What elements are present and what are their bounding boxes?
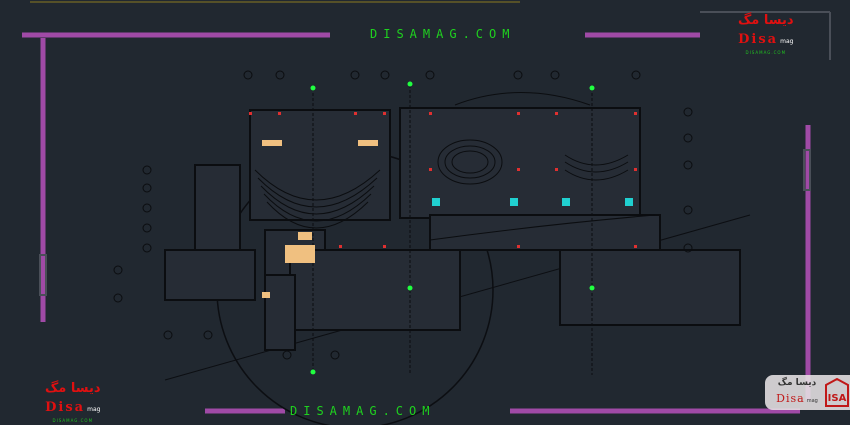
columns — [249, 112, 637, 248]
fixtures — [432, 198, 633, 206]
furniture — [262, 140, 378, 298]
badge-arabic: دیسا مگ — [777, 378, 817, 388]
isa-emblem-icon: ISA — [825, 378, 849, 407]
auditorium-seating — [254, 92, 656, 241]
logo-suffix: mag — [87, 406, 101, 413]
logo-name: Disa — [45, 400, 86, 415]
magenta-frame — [22, 32, 811, 414]
logo-url: DISAMAG.COM — [745, 50, 787, 55]
section-markers — [310, 81, 595, 375]
logo-url: DISAMAG.COM — [52, 418, 94, 423]
grey-frame — [39, 11, 831, 296]
badge-suffix: mag — [806, 398, 818, 404]
watermark-top: DISAMAG.COM — [370, 27, 516, 41]
logo-name: Disa — [738, 32, 779, 47]
badge-name: Disa — [776, 392, 805, 405]
watermark-bottom: DISAMAG.COM — [290, 404, 436, 418]
building-walls — [164, 107, 741, 351]
badge-emblem-text: ISA — [828, 393, 847, 404]
logo-arabic: دیسا مگ — [45, 381, 101, 396]
logo-suffix: mag — [780, 38, 794, 45]
grid-axes — [113, 70, 693, 375]
logo-arabic: دیسا مگ — [738, 13, 794, 28]
